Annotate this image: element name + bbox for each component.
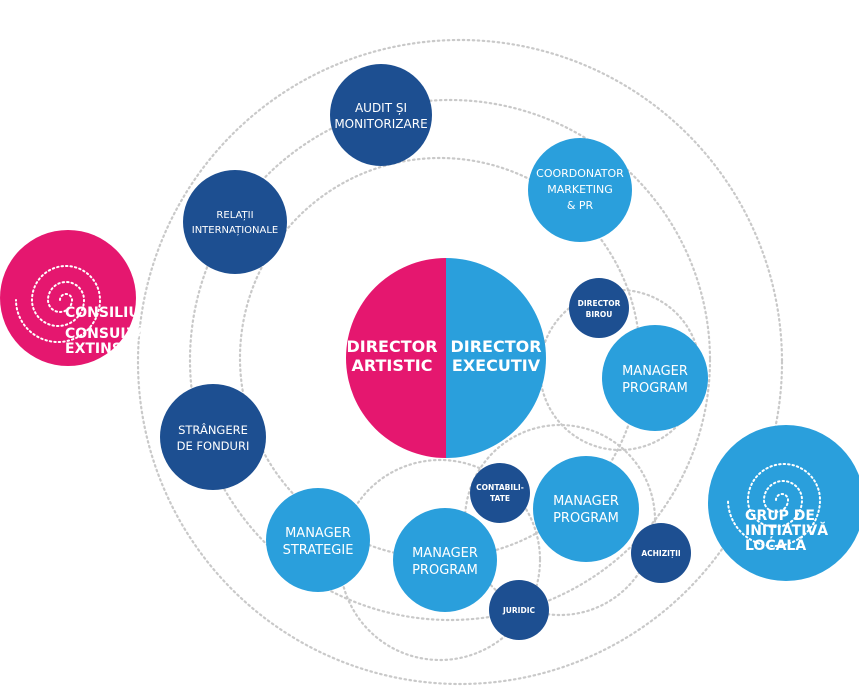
orbit-ring-small-2 [463,423,657,617]
node-manager-program-3: MANAGER PROGRAM [393,508,497,612]
node-manager-program-2-circle [533,456,639,562]
director-artistic-line1: DIRECTOR [346,337,437,356]
node-contabilitate: CONTABILI- TATE [470,463,530,523]
node-grup-line3: LOCALĂ [745,536,806,554]
node-manager-program-1: MANAGER PROGRAM [602,325,708,431]
node-manager-program-3-line1: MANAGER [412,546,478,561]
director-executive-line1: DIRECTOR [450,337,541,356]
node-director-birou-circle [569,278,629,338]
node-coordonator-line3: & PR [567,199,594,212]
node-consiliu-circle [0,230,136,366]
node-coordonator: COORDONATOR MARKETING & PR [528,138,632,242]
node-manager-program-2: MANAGER PROGRAM [533,456,639,562]
node-juridic-line1: JURIDIC [502,606,535,615]
node-achizitii: ACHIZIȚII [631,523,691,583]
node-contabilitate-circle [470,463,530,523]
director-artistic-line2: ARTISTIC [352,356,433,375]
node-manager-program-2-line1: MANAGER [553,494,619,509]
director-executive-line2: EXECUTIV [452,356,541,375]
spiral-decoration-grup [727,463,822,547]
node-achizitii-circle [631,523,691,583]
node-coordonator-line1: COORDONATOR [536,167,624,180]
orbit-ring-outer [136,38,784,686]
node-strangere-line1: STRÂNGERE [178,422,248,437]
node-coordonator-line2: MARKETING [547,183,613,196]
node-contabilitate-line1: CONTABILI- [476,483,524,492]
node-audit-circle [330,64,432,166]
node-juridic-circle [489,580,549,640]
node-grup-circle [708,425,859,581]
node-manager-program-3-line2: PROGRAM [412,563,478,578]
director-executive-half [446,258,546,458]
node-relatii-line1: RELAȚII [216,210,253,221]
director-artistic-half [346,258,446,458]
node-grup-line1: GRUP DE [745,508,815,524]
node-director-birou-line1: DIRECTOR [578,299,621,308]
node-director-birou: DIRECTOR BIROU [569,278,629,338]
node-relatii-line2: INTERNAȚIONALE [192,225,279,236]
node-manager-program-3-circle [393,508,497,612]
node-manager-program-1-line2: PROGRAM [622,381,688,396]
node-achizitii-line1: ACHIZIȚII [641,549,681,559]
node-audit-line1: AUDIT ȘI [355,101,407,115]
node-audit-line2: MONITORIZARE [334,117,427,131]
node-consiliu: CONSILIU CONSULTATIV EXTINS [0,230,171,366]
node-grup: GRUP DE INIȚIATIVĂ LOCALĂ [708,425,859,581]
node-relatii-circle [183,170,287,274]
node-strangere-line2: DE FONDURI [177,439,250,453]
node-manager-strategie-line2: STRATEGIE [283,543,354,558]
node-relatii: RELAȚII INTERNAȚIONALE [183,170,287,274]
node-consiliu-line2: CONSULTATIV [65,326,171,342]
node-manager-strategie-line1: MANAGER [285,526,351,541]
node-strangere: STRÂNGERE DE FONDURI [160,384,266,490]
orbit-ring-middle [188,98,712,622]
node-manager-program-2-line2: PROGRAM [553,511,619,526]
node-manager-program-1-circle [602,325,708,431]
node-audit: AUDIT ȘI MONITORIZARE [330,64,432,166]
node-strangere-circle [160,384,266,490]
node-director-birou-line2: BIROU [586,310,613,319]
node-coordonator-circle [528,138,632,242]
node-consiliu-line1: CONSILIU [65,305,140,321]
node-grup-line2: INIȚIATIVĂ [745,521,828,539]
node-contabilitate-line2: TATE [490,494,510,503]
node-juridic: JURIDIC [489,580,549,640]
node-manager-strategie-circle [266,488,370,592]
orbit-ring-small-3 [338,458,542,662]
node-manager-program-1-line1: MANAGER [622,364,688,379]
node-consiliu-line3: EXTINS [65,341,122,357]
director-circle: DIRECTOR ARTISTIC DIRECTOR EXECUTIV [346,258,546,458]
node-manager-strategie: MANAGER STRATEGIE [266,488,370,592]
spiral-decoration-consiliu [15,265,102,343]
